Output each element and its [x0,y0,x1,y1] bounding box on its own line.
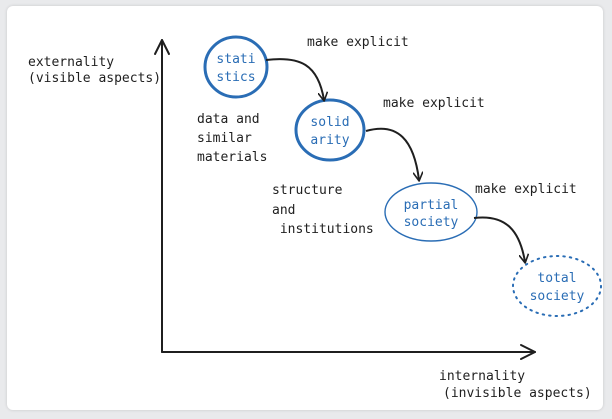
arrow-statistics-to-solidarity [265,58,324,100]
note-structure-line1: structure [272,183,343,198]
arrow-label-3: make explicit [475,182,577,197]
node-label-statistics-line2: stics [216,70,256,85]
note-data-line3: materials [197,150,268,165]
node-outline-total-society [512,255,602,317]
arrow-label-1: make explicit [307,35,409,50]
node-label-partial-society-line2: society [403,215,459,230]
arrow-solidarity-to-partial-society [365,127,419,180]
y-axis-arrowhead [154,39,170,55]
x-axis-label-line1: internality [439,369,526,384]
y-axis-label-line2: (visible aspects) [28,71,162,86]
x-axis-arrowhead [520,344,536,360]
node-outline-partial-society [384,182,478,242]
note-data-line2: similar [197,131,252,146]
node-outline-statistics [203,35,269,99]
node-label-total-society-line2: society [529,289,585,304]
node-label-solidarity-line2: arity [310,133,350,148]
note-structure-line3: institutions [272,222,374,237]
node-label-total-society-line1: total [537,271,577,286]
node-label-solidarity-line1: solid [310,115,350,130]
note-data-line1: data and [197,112,260,127]
arrow-partial-to-total-society [473,216,525,262]
arrow-label-2: make explicit [383,96,485,111]
node-outline-solidarity [294,98,366,162]
node-label-partial-society-line1: partial [403,198,459,213]
y-axis-label-line1: externality [28,55,115,70]
whiteboard [7,6,603,410]
x-axis-label-line2: (invisible aspects) [443,386,592,401]
note-structure-line2: and [272,203,296,218]
node-label-statistics-line1: stati [216,52,256,67]
